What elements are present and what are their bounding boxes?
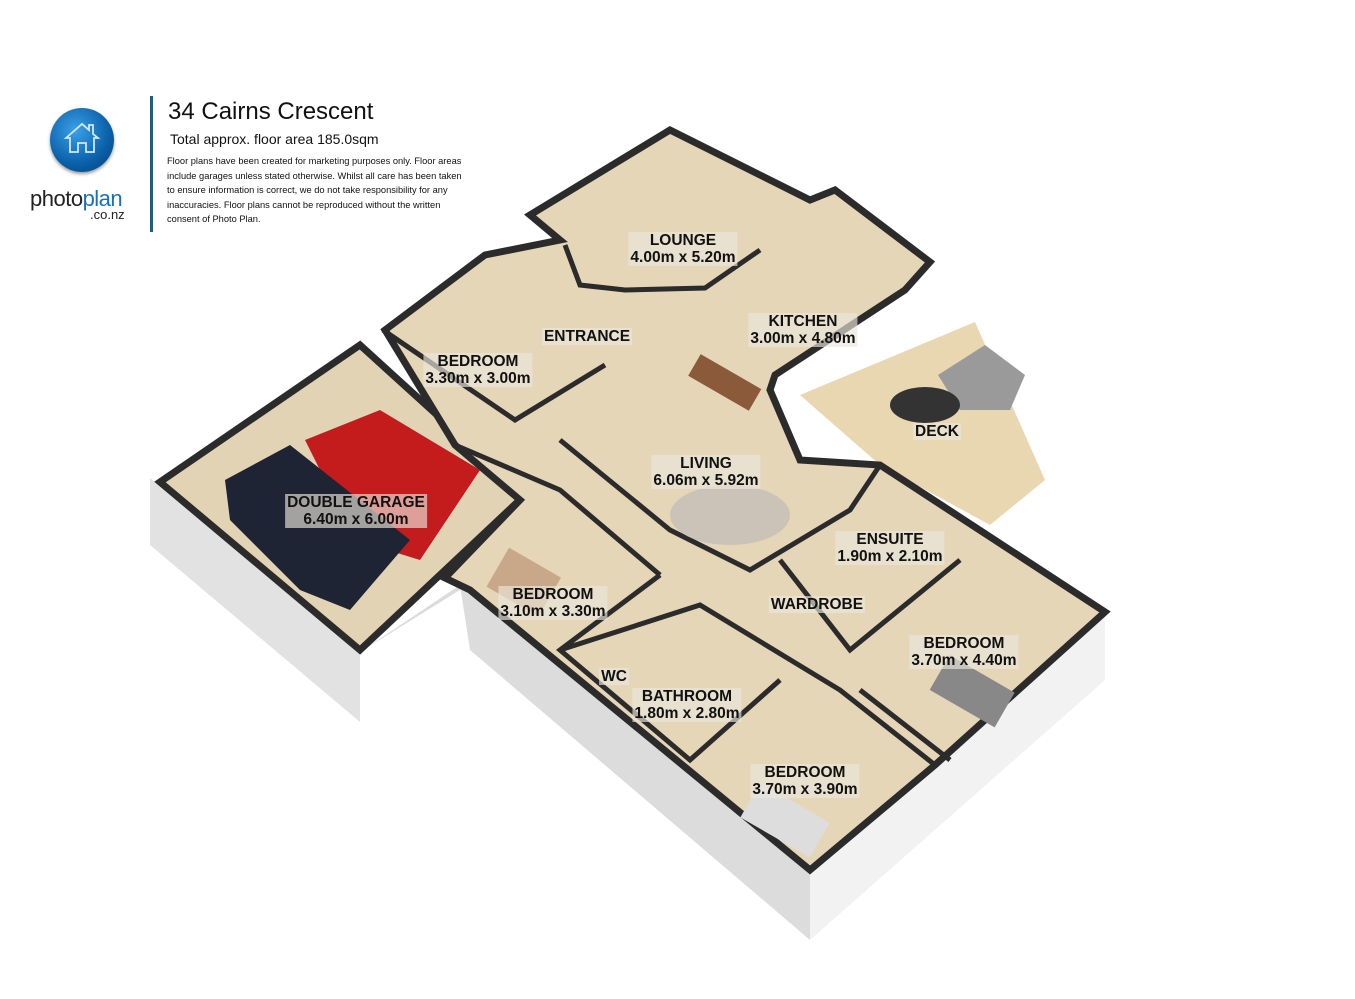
floor-area: Total approx. floor area 185.0sqm bbox=[170, 131, 379, 147]
header-divider bbox=[150, 96, 153, 232]
bed-icon bbox=[929, 655, 1015, 728]
room-size: 6.06m x 5.92m bbox=[653, 472, 759, 489]
room-name: LOUNGE bbox=[649, 232, 717, 249]
room-name: DOUBLE GARAGE bbox=[287, 494, 425, 511]
room-size: 3.70m x 3.90m bbox=[752, 781, 858, 798]
room-name: WC bbox=[601, 668, 627, 685]
deck-umbrella-icon bbox=[890, 345, 1025, 423]
brand-logo-text: photoplan bbox=[30, 186, 123, 212]
room-name: BEDROOM bbox=[764, 764, 846, 781]
room-size: 6.40m x 6.00m bbox=[303, 511, 409, 528]
room-size: 3.10m x 3.30m bbox=[500, 603, 606, 620]
room-size: 1.90m x 2.10m bbox=[837, 548, 943, 565]
room-name: BEDROOM bbox=[923, 635, 1005, 652]
house-logo-icon bbox=[50, 108, 114, 172]
room-name: BEDROOM bbox=[512, 586, 594, 603]
room-size: 4.00m x 5.20m bbox=[630, 249, 736, 266]
dining-table bbox=[688, 354, 762, 411]
living-rug bbox=[670, 485, 790, 545]
house-right-wall bbox=[810, 612, 1105, 940]
room-name: BEDROOM bbox=[437, 353, 519, 370]
room-label-wc: WC bbox=[599, 668, 629, 685]
room-size: 1.80m x 2.80m bbox=[634, 705, 740, 722]
room-size: 3.00m x 4.80m bbox=[750, 330, 856, 347]
room-label-entrance: ENTRANCE bbox=[541, 328, 633, 345]
room-name: ENSUITE bbox=[856, 531, 924, 548]
room-size: 3.70m x 4.40m bbox=[911, 652, 1017, 669]
room-name: ENTRANCE bbox=[543, 328, 631, 345]
room-name: LIVING bbox=[680, 455, 732, 472]
room-name: BATHROOM bbox=[641, 688, 733, 705]
room-name: DECK bbox=[915, 423, 959, 440]
brand-part1: photo bbox=[30, 186, 83, 211]
disclaimer: Floor plans have been created for market… bbox=[167, 156, 462, 225]
room-size: 3.30m x 3.00m bbox=[425, 370, 531, 387]
garage-front-wall bbox=[150, 478, 360, 722]
brand-part2: plan bbox=[82, 186, 123, 211]
property-title: 34 Cairns Crescent bbox=[168, 98, 374, 125]
bed-icon bbox=[740, 782, 830, 858]
brand-domain: .co.nz bbox=[90, 207, 125, 222]
room-label-wardrobe: WARDROBE bbox=[768, 596, 866, 613]
room-name: WARDROBE bbox=[770, 596, 864, 613]
room-name: KITCHEN bbox=[768, 313, 838, 330]
room-label-deck: DECK bbox=[913, 423, 961, 440]
interior-walls bbox=[381, 244, 962, 767]
